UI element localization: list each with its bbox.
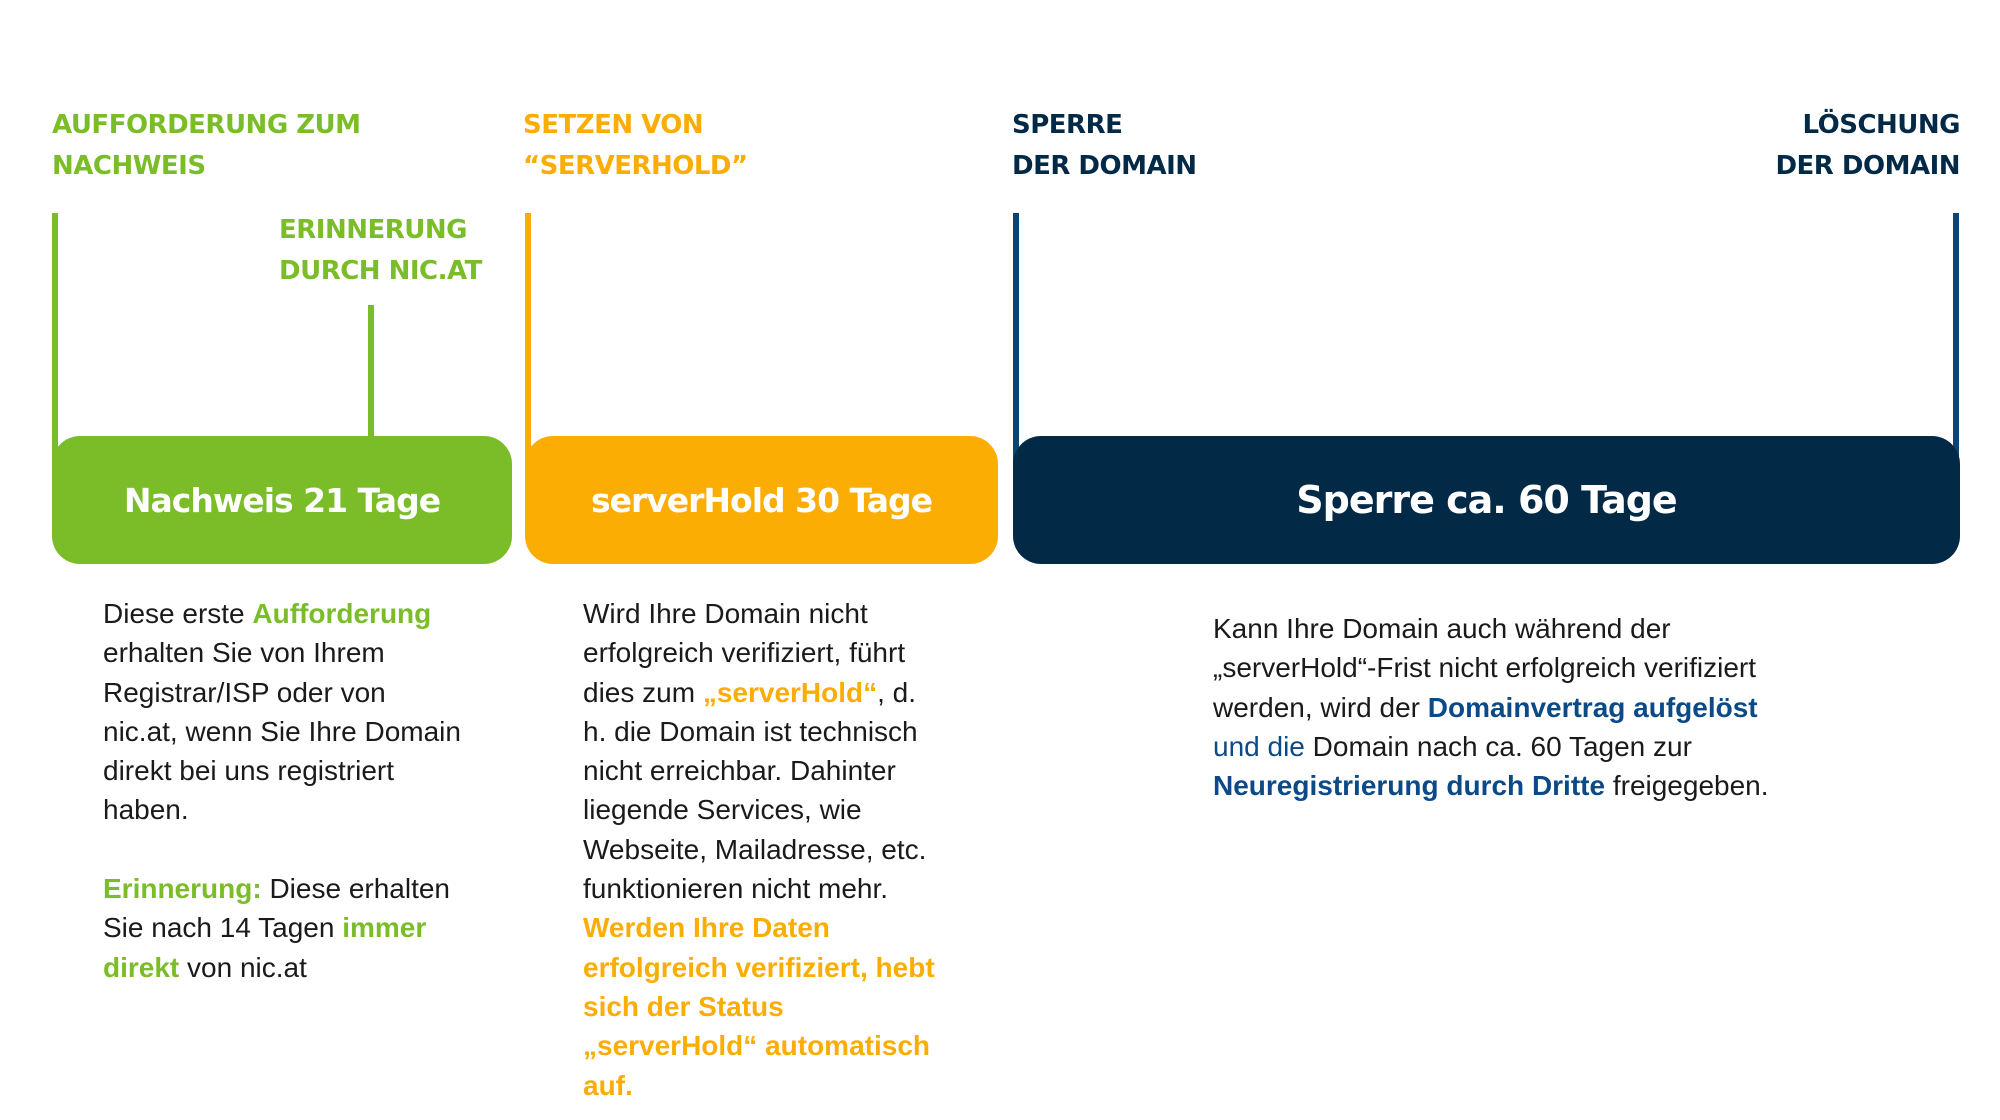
milestone-loeschung-line2: DER DOMAIN bbox=[1775, 151, 1960, 181]
phase-bar-serverhold: serverHold 30 Tage bbox=[525, 436, 998, 564]
description-serverhold-p1: Wird Ihre Domain nicht erfolgreich verif… bbox=[583, 598, 927, 905]
highlight-neuregistrierung: Neuregistrierung durch Dritte bbox=[1213, 770, 1606, 802]
phase-bar-sperre: Sperre ca. 60 Tage bbox=[1013, 436, 1960, 564]
milestone-serverhold-line1: SETZEN VON bbox=[523, 110, 704, 140]
marker-line-loeschung bbox=[1953, 213, 1959, 523]
marker-line-erinnerung bbox=[368, 305, 374, 455]
milestone-loeschung-label: LÖSCHUNG DER DOMAIN bbox=[1775, 105, 1960, 187]
phase-sperre-label: Sperre ca. 60 Tage bbox=[1296, 478, 1677, 522]
highlight-serverhold: „serverHold“ bbox=[702, 676, 878, 708]
milestone-loeschung-line1: LÖSCHUNG bbox=[1802, 110, 1960, 140]
description-serverhold-highlight: Werden Ihre Daten erfolgreich verifizier… bbox=[583, 912, 935, 1101]
milestone-aufforderung-line2: NACHWEIS bbox=[52, 151, 206, 181]
marker-line-sperre bbox=[1013, 213, 1019, 523]
milestone-sperre-label: SPERRE DER DOMAIN bbox=[1012, 105, 1197, 187]
milestone-erinnerung-line2: DURCH NIC.AT bbox=[279, 256, 482, 286]
milestone-serverhold-label: SETZEN VON “SERVERHOLD” bbox=[523, 105, 748, 187]
milestone-erinnerung-label: ERINNERUNG DURCH NIC.AT bbox=[279, 210, 482, 292]
description-nachweis-p2: Erinnerung: Diese erhalten Sie nach 14 T… bbox=[103, 873, 451, 983]
milestone-serverhold-line2: “SERVERHOLD” bbox=[523, 151, 748, 181]
marker-line-serverhold bbox=[525, 213, 531, 513]
phase-nachweis-label: Nachweis 21 Tage bbox=[123, 480, 441, 520]
phase-bar-nachweis: Nachweis 21 Tage bbox=[52, 436, 512, 564]
milestone-aufforderung-line1: AUFFORDERUNG ZUM bbox=[52, 110, 361, 140]
marker-line-aufforderung bbox=[52, 213, 58, 513]
description-sperre: Kann Ihre Domain auch während der „serve… bbox=[1213, 609, 1773, 805]
highlight-erinnerung: Erinnerung: bbox=[103, 873, 262, 905]
highlight-aufforderung: Aufforderung bbox=[252, 598, 432, 629]
description-serverhold: Wird Ihre Domain nicht erfolgreich verif… bbox=[583, 594, 935, 1105]
highlight-immer-direkt: immer direkt bbox=[103, 912, 427, 983]
phase-serverhold-label: serverHold 30 Tage bbox=[590, 480, 933, 520]
highlight-domainvertrag: Domainvertrag aufgelöst bbox=[1427, 691, 1758, 723]
milestone-aufforderung-label: AUFFORDERUNG ZUM NACHWEIS bbox=[52, 105, 361, 187]
milestone-sperre-line2: DER DOMAIN bbox=[1012, 151, 1197, 181]
description-sperre-p1: Kann Ihre Domain auch während der „serve… bbox=[1213, 613, 1769, 802]
milestone-sperre-line1: SPERRE bbox=[1012, 110, 1123, 140]
milestone-erinnerung-line1: ERINNERUNG bbox=[279, 215, 467, 245]
